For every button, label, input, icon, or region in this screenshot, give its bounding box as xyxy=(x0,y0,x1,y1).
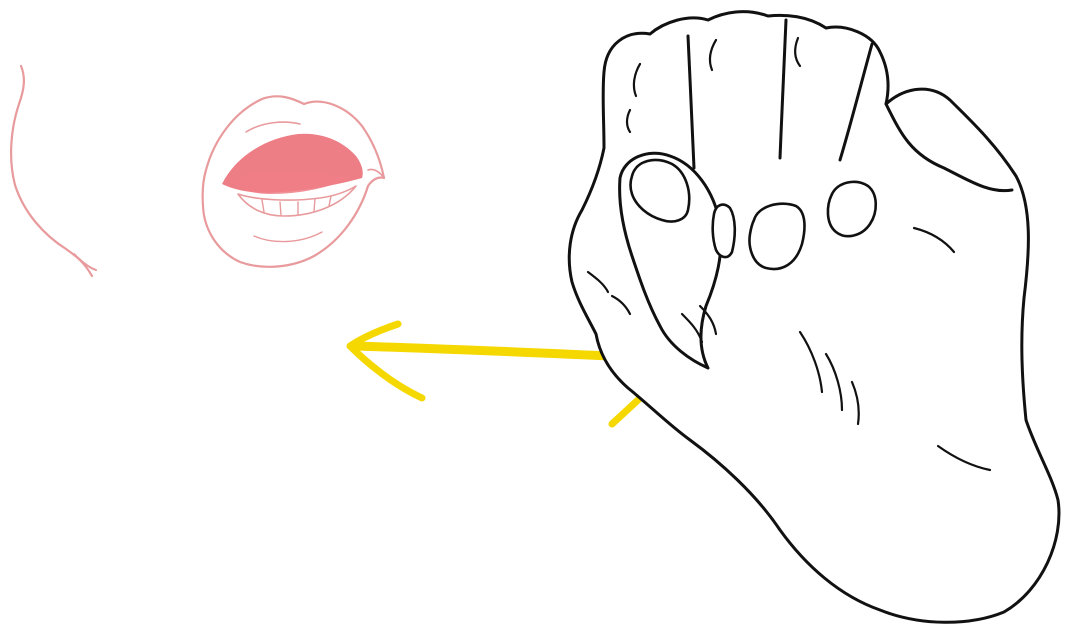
chin-line-branch xyxy=(74,254,96,270)
hand-fist xyxy=(569,12,1059,623)
hand-outline xyxy=(569,12,1059,623)
open-mouth xyxy=(203,96,384,267)
arrow-head-left xyxy=(350,324,422,398)
finger-nail-1 xyxy=(713,205,735,257)
chin-line xyxy=(11,66,92,276)
chin-outline xyxy=(11,66,96,276)
